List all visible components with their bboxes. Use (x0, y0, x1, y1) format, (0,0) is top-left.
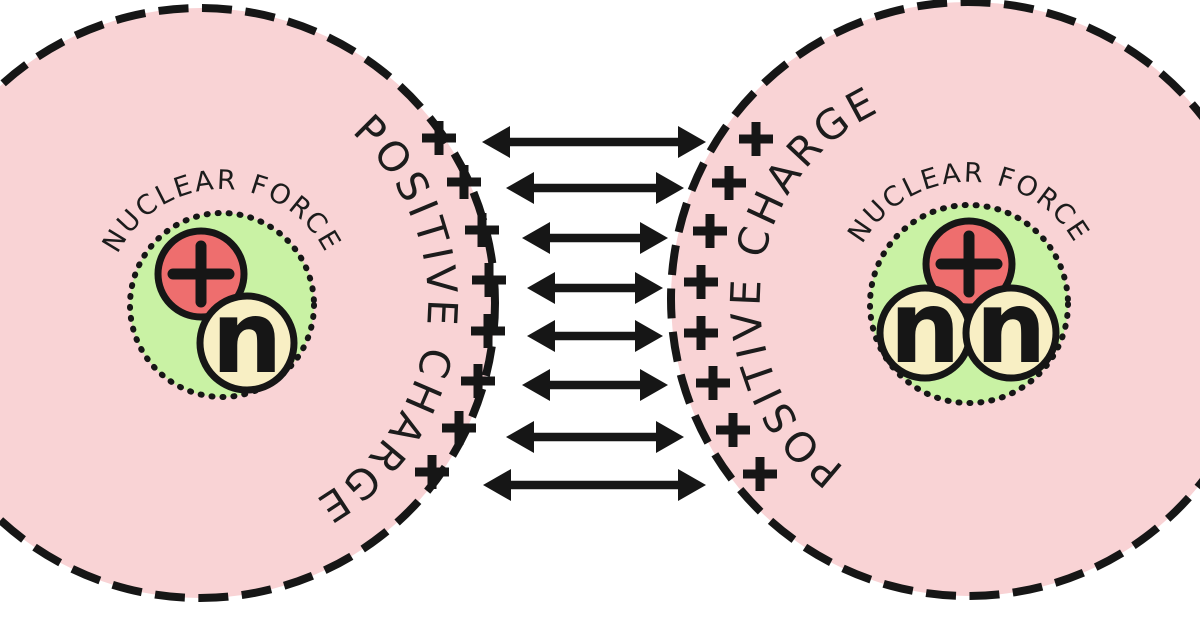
repulsion-arrow (506, 421, 684, 453)
neutron-symbol: n (889, 269, 960, 386)
repulsion-arrow (522, 222, 668, 254)
neutron-symbol: n (975, 269, 1046, 386)
plus-icon (471, 314, 505, 348)
repulsion-arrow (483, 469, 706, 501)
plus-icon (693, 214, 727, 248)
arrow-head-left (522, 222, 550, 254)
arrow-head-left (506, 172, 534, 204)
proton-plus-icon (167, 240, 235, 308)
neutron-symbol: n (211, 279, 282, 396)
repulsion-arrow (506, 172, 684, 204)
repulsion-arrow (527, 272, 663, 304)
right-edge-plus-signs (684, 122, 777, 491)
arrow-head-right (640, 222, 668, 254)
arrow-head-left (522, 369, 550, 401)
arrow-head-left (527, 272, 555, 304)
plus-icon (712, 166, 746, 200)
right-proton (922, 217, 1016, 311)
plus-icon (442, 411, 476, 445)
arrow-head-left (483, 469, 511, 501)
proton-plus-icon (935, 230, 1003, 298)
left-proton (154, 227, 248, 321)
right-neutron-2: n (962, 269, 1060, 386)
plus-icon (472, 263, 506, 297)
left-edge-plus-signs (415, 121, 506, 489)
arrow-head-left (506, 421, 534, 453)
plus-icon (465, 213, 499, 247)
arrow-head-left (527, 320, 555, 352)
repulsion-arrow (522, 369, 668, 401)
arrow-head-right (678, 126, 706, 158)
repulsion-arrow (482, 126, 706, 158)
plus-icon (743, 457, 777, 491)
plus-icon (422, 121, 456, 155)
arrow-head-right (640, 369, 668, 401)
plus-icon (696, 366, 730, 400)
arrow-head-right (656, 421, 684, 453)
arrow-head-right (656, 172, 684, 204)
plus-icon (447, 165, 481, 199)
repulsion-arrow (527, 320, 663, 352)
arrow-head-right (635, 272, 663, 304)
arrow-head-left (482, 126, 510, 158)
plus-icon (684, 316, 718, 350)
plus-icon (415, 455, 449, 489)
repulsion-arrows (482, 126, 706, 501)
right-neutron-1: n (876, 269, 974, 386)
arrow-head-right (678, 469, 706, 501)
left-neutron: n (196, 279, 298, 396)
plus-icon (739, 122, 773, 156)
plus-icon (716, 413, 750, 447)
plus-icon (684, 265, 718, 299)
plus-icon (461, 364, 495, 398)
arrow-head-right (635, 320, 663, 352)
